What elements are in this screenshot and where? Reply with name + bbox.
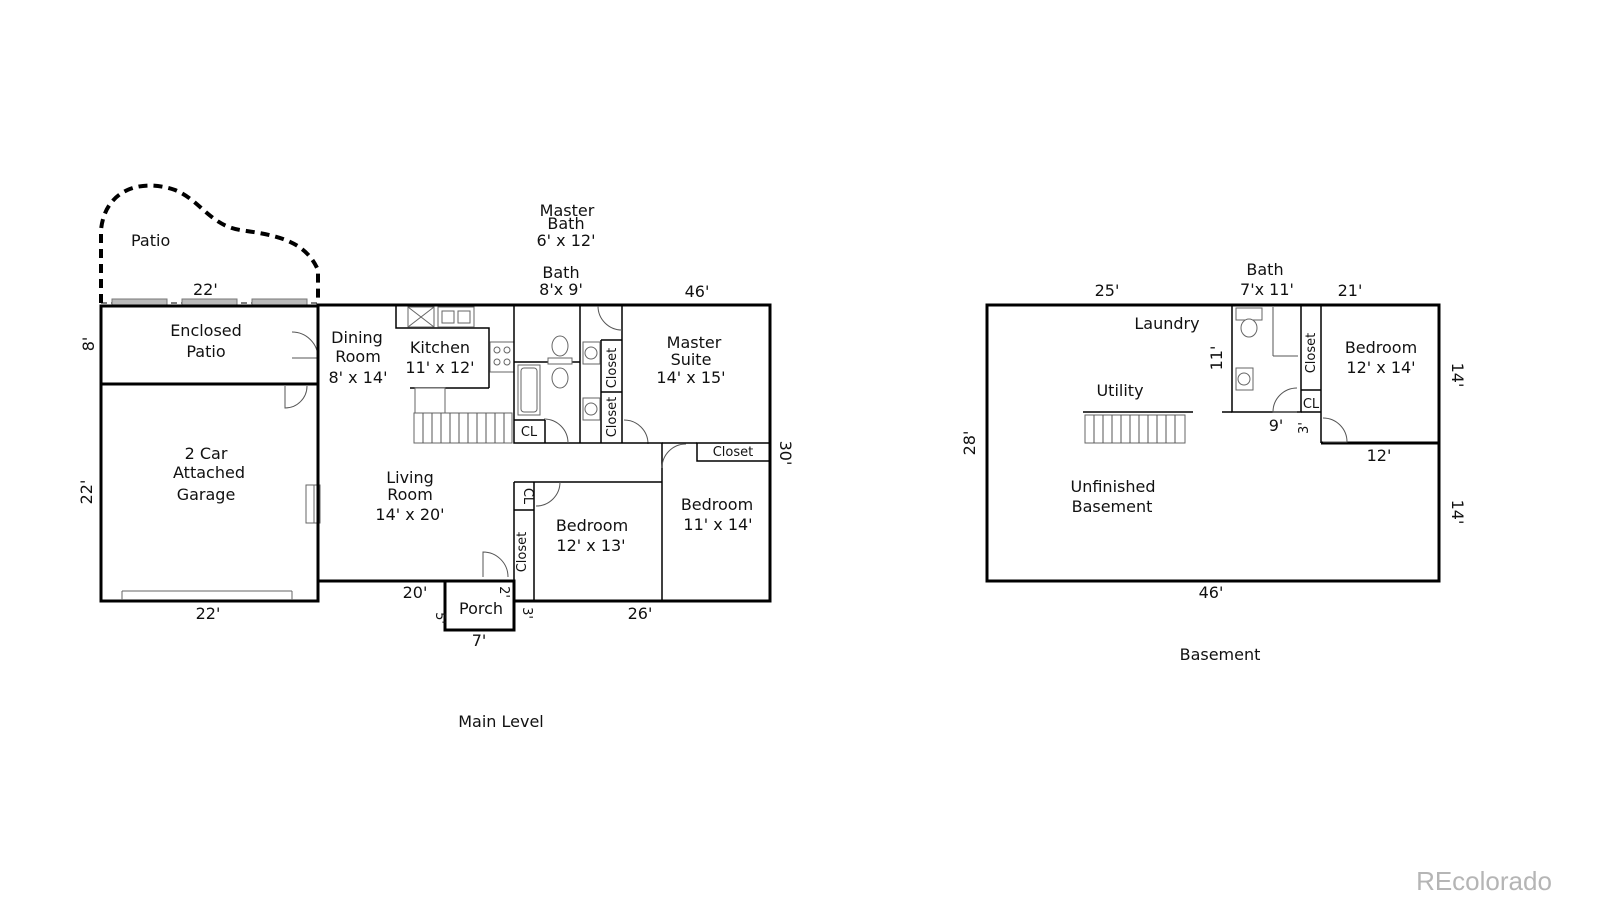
closet-label-a: Closet [605, 348, 620, 389]
bath-size: 8'x 9' [539, 280, 583, 299]
master-suite-size: 14' x 15' [656, 368, 725, 387]
basement-closet-label: Closet [1304, 333, 1319, 374]
master-suite-label-1: Master [667, 333, 722, 352]
patio-width-dim: 22' [193, 280, 218, 299]
cl-label-a: CL [521, 425, 538, 440]
basement-top-right-dim: 21' [1338, 281, 1363, 300]
cl-label-b: CL [520, 488, 535, 505]
basement-caption: Basement [1180, 645, 1261, 664]
closet-main-right [696, 442, 771, 462]
closet-label-b: Closet [605, 397, 620, 438]
kitchen-label: Kitchen [410, 338, 470, 357]
basement-bath-width-dim: 9' [1269, 416, 1284, 435]
master-bath-label-1: Master [540, 201, 595, 220]
living-size: 14' x 20' [375, 505, 444, 524]
patio-outline [99, 183, 320, 303]
main-right-depth-dim: 30' [776, 441, 795, 466]
basement-bath-depth-dim: 11' [1207, 346, 1226, 371]
watermark: REcolorado [1416, 866, 1552, 896]
kitchen-size: 11' x 12' [405, 358, 474, 377]
main-top-width-dim: 46' [685, 282, 710, 301]
bedroom-1-size: 12' x 13' [556, 536, 625, 555]
utility-label: Utility [1096, 381, 1143, 400]
basement-left-depth-dim: 28' [960, 431, 979, 456]
porch-offset-dim: 3' [519, 607, 534, 619]
bedroom-2-label: Bedroom [681, 495, 753, 514]
garage-width-dim: 22' [196, 604, 221, 623]
garage-label-1: 2 Car [185, 444, 228, 463]
enclosed-patio-depth-dim: 8' [79, 337, 98, 352]
patio-label: Patio [131, 231, 170, 250]
basement-right-upper-dim: 14' [1448, 363, 1467, 388]
master-bath-size: 6' x 12' [537, 231, 596, 250]
basement-bath-size: 7'x 11' [1240, 280, 1294, 299]
living-label-1: Living [386, 468, 434, 487]
living-label-2: Room [387, 485, 433, 504]
porch [443, 579, 516, 632]
porch-depth-dim: 5' [432, 612, 447, 624]
basement-plan [985, 303, 1441, 583]
enclosed-patio-label-2: Patio [186, 342, 225, 361]
porch-label: Porch [459, 599, 503, 618]
garage-label-2: Attached [173, 463, 245, 482]
garage-label-3: Garage [177, 485, 236, 504]
basement-bottom-dim: 46' [1199, 583, 1224, 602]
master-bath-label-2: Bath [547, 214, 584, 233]
basement-bedroom-label: Bedroom [1345, 338, 1417, 357]
closet-label-d: Closet [515, 532, 530, 573]
basement-bath-label: Bath [1246, 260, 1283, 279]
dining-label-2: Room [335, 347, 381, 366]
porch-width-dim: 7' [472, 631, 487, 650]
basement-stairs [1083, 411, 1193, 444]
bath-label: Bath [542, 263, 579, 282]
basement-bedroom-width-dim: 12' [1367, 446, 1392, 465]
dining-size: 8' x 14' [329, 368, 388, 387]
unfinished-label-1: Unfinished [1071, 477, 1156, 496]
master-suite-label-2: Suite [671, 350, 712, 369]
enclosed-patio-label-1: Enclosed [170, 321, 242, 340]
laundry-label: Laundry [1134, 314, 1199, 333]
porch-step-dim: 2' [496, 586, 511, 598]
dining-label-1: Dining [331, 328, 383, 347]
basement-right-lower-dim: 14' [1448, 500, 1467, 525]
living-width-dim: 20' [403, 583, 428, 602]
basement-cl-depth-dim: 3' [1297, 422, 1312, 434]
bedroom-width-dim: 26' [628, 604, 653, 623]
main-stairs [413, 412, 513, 444]
basement-top-left-dim: 25' [1095, 281, 1120, 300]
main-level-plan [99, 183, 772, 632]
basement-cl-label: CL [1303, 397, 1320, 412]
garage-depth-dim: 22' [77, 480, 96, 505]
basement-bedroom-size: 12' x 14' [1346, 358, 1415, 377]
main-level-caption: Main Level [458, 712, 544, 731]
unfinished-label-2: Basement [1072, 497, 1153, 516]
closet-label-c: Closet [713, 445, 754, 460]
bedroom-1-label: Bedroom [556, 516, 628, 535]
bedroom-2-size: 11' x 14' [683, 515, 752, 534]
